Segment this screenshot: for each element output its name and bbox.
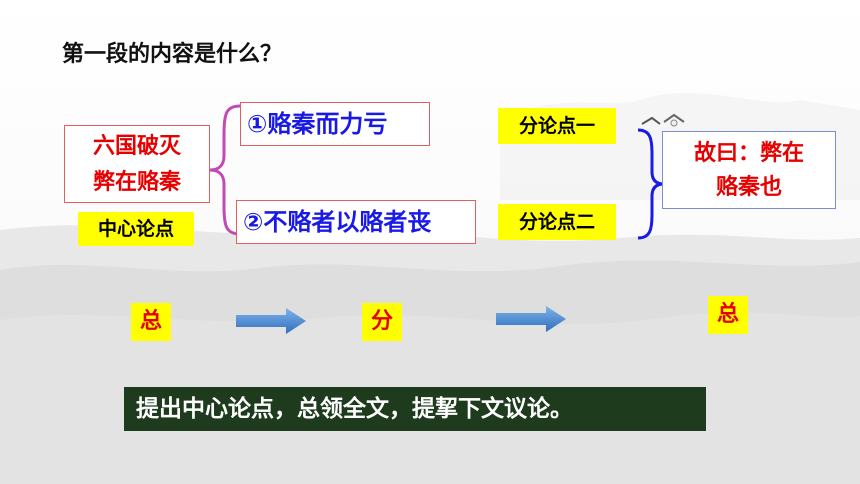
sub-label-1: 分论点一 (498, 108, 616, 144)
structure-total-1: 总 (131, 303, 171, 341)
sub-point-1: ①赂秦而力亏 (240, 102, 430, 146)
sub-label-2: 分论点二 (498, 204, 616, 240)
structure-total-2: 总 (708, 296, 748, 334)
conclusion-box: 故曰：弊在 赂秦也 (662, 131, 836, 209)
conclusion-line-2: 赂秦也 (715, 175, 782, 200)
arrow-right-icon (496, 306, 566, 332)
left-brace-icon (209, 104, 241, 236)
thesis-box: 六国破灭 弊在赂秦 (64, 125, 210, 203)
thesis-label: 中心论点 (78, 212, 194, 246)
thesis-line-2: 弊在赂秦 (92, 170, 181, 195)
birds-icon (641, 113, 685, 127)
structure-divide: 分 (362, 303, 402, 341)
conclusion-line-1: 故曰：弊在 (693, 141, 804, 166)
arrow-right-icon (236, 308, 306, 334)
page-title: 第一段的内容是什么？ (62, 42, 283, 67)
summary-bar: 提出中心论点，总领全文，提挈下文议论。 (124, 387, 706, 431)
sub-point-2: ②不赂者以赂者丧 (236, 200, 476, 244)
thesis-line-1: 六国破灭 (92, 134, 181, 159)
